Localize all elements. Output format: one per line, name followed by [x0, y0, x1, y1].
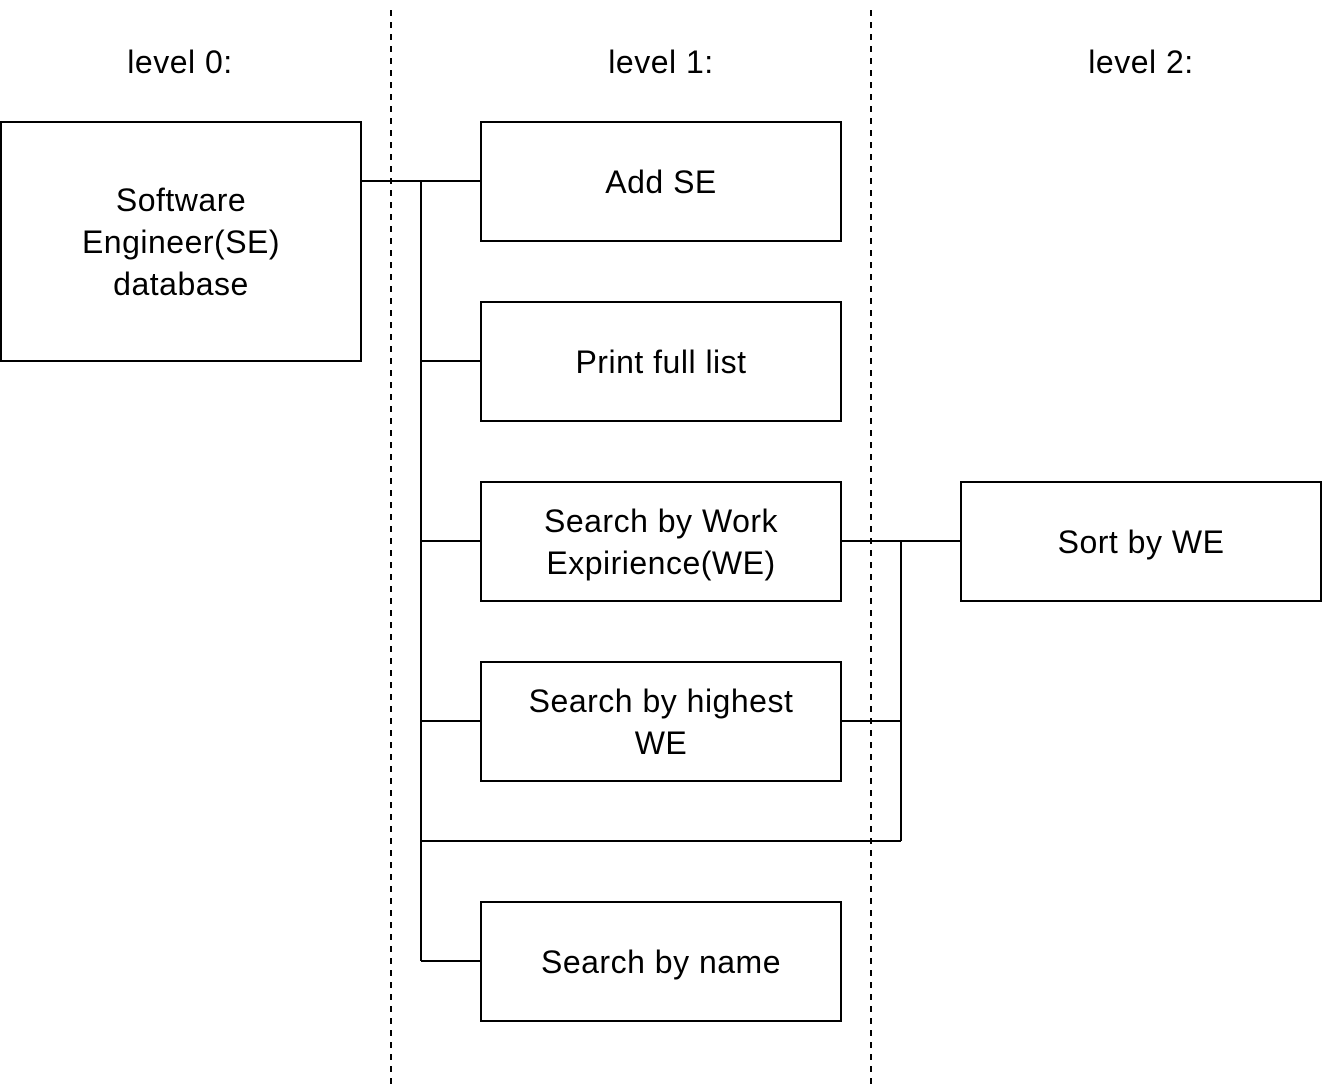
level-0-label: level 0: [127, 44, 233, 80]
node-sort-by-we-label: Sort by WE [1057, 523, 1225, 560]
node-search-by-we-label: Search by Work Expirience(WE) [543, 502, 779, 581]
node-add-se: Add SE [480, 121, 842, 242]
node-search-by-highest-we: Search by highest WE [480, 661, 842, 782]
node-print-full-list: Print full list [480, 301, 842, 422]
node-search-by-name-label: Search by name [540, 943, 781, 980]
node-add-se-label: Add SE [605, 163, 717, 200]
node-search-by-name: Search by name [480, 901, 842, 1022]
node-search-by-highest-we-label: Search by highest WE [528, 682, 794, 761]
node-root-se-database: Software Engineer(SE) database [0, 121, 362, 362]
level-2-label: level 2: [1088, 44, 1194, 80]
node-root-label: Software Engineer(SE) database [81, 181, 281, 302]
node-search-by-we: Search by Work Expirience(WE) [480, 481, 842, 602]
node-sort-by-we: Sort by WE [960, 481, 1322, 602]
node-print-full-list-label: Print full list [575, 343, 747, 380]
level-1-label: level 1: [608, 44, 714, 80]
